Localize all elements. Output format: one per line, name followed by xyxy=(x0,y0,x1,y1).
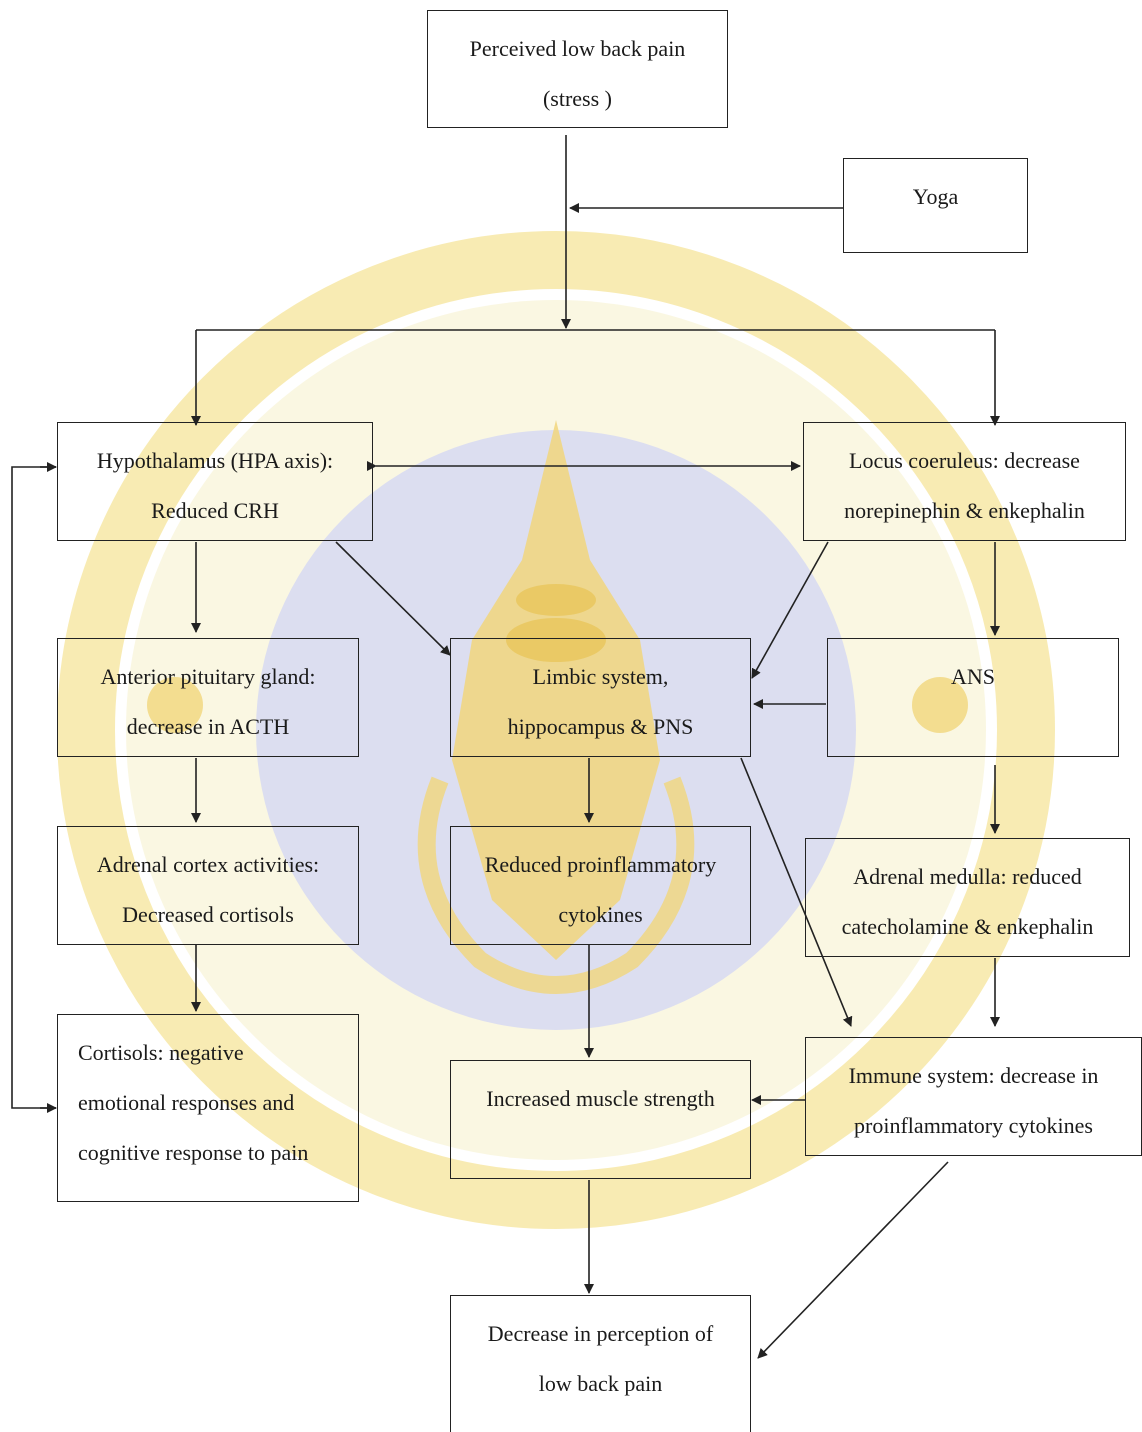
label: Decreased cortisols xyxy=(122,902,294,927)
label: Adrenal cortex activities: xyxy=(96,852,320,877)
box-locus-coeruleus: Locus coeruleus: decrease norepinephin &… xyxy=(803,422,1126,541)
label: norepinephin & enkephalin xyxy=(844,498,1085,523)
box-anterior-pituitary: Anterior pituitary gland: decrease in AC… xyxy=(57,638,359,757)
box-limbic-system: Limbic system, hippocampus & PNS xyxy=(450,638,751,757)
label: cytokines xyxy=(558,902,643,927)
label: Locus coeruleus: decrease xyxy=(849,448,1080,473)
label: Adrenal medulla: reduced xyxy=(853,864,1082,889)
label: (stress ) xyxy=(542,86,613,111)
box-decrease-perception: Decrease in perception of low back pain xyxy=(450,1295,751,1432)
label: proinflammatory cytokines xyxy=(854,1113,1093,1138)
label: cognitive response to pain xyxy=(78,1140,309,1165)
label: hippocampus & PNS xyxy=(507,714,694,739)
box-muscle-strength: Increased muscle strength xyxy=(450,1060,751,1179)
label: Increased muscle strength xyxy=(486,1086,715,1111)
label: Immune system: decrease in xyxy=(848,1063,1099,1088)
label: Reduced proinflammatory xyxy=(484,852,717,877)
box-hypothalamus: Hypothalamus (HPA axis): Reduced CRH xyxy=(57,422,373,541)
label: Cortisols: negative xyxy=(78,1040,244,1065)
box-adrenal-cortex: Adrenal cortex activities: Decreased cor… xyxy=(57,826,359,945)
label: decrease in ACTH xyxy=(126,714,290,739)
box-reduced-cytokines: Reduced proinflammatory cytokines xyxy=(450,826,751,945)
box-yoga: Yoga xyxy=(843,158,1028,253)
label: Yoga xyxy=(912,184,959,209)
box-immune-system: Immune system: decrease in proinflammato… xyxy=(805,1037,1142,1156)
feedback-loop-left xyxy=(11,466,56,1109)
label: emotional responses and xyxy=(78,1090,295,1115)
box-perceived-low-back-pain: Perceived low back pain (stress ) xyxy=(427,10,728,128)
box-ans: ANS xyxy=(827,638,1119,757)
label: catecholamine & enkephalin xyxy=(841,914,1094,939)
label: low back pain xyxy=(538,1371,663,1396)
label: Anterior pituitary gland: xyxy=(100,664,316,689)
label: Reduced CRH xyxy=(151,498,279,523)
label: Limbic system, xyxy=(532,664,669,689)
arrow-immune-decrease xyxy=(757,1161,949,1359)
box-cortisols: Cortisols: negative emotional responses … xyxy=(57,1014,359,1202)
label: ANS xyxy=(950,664,995,689)
label: Decrease in perception of xyxy=(487,1321,714,1346)
arrow-locus-limbic xyxy=(751,541,829,679)
label: Perceived low back pain xyxy=(469,36,686,61)
label: Hypothalamus (HPA axis): xyxy=(96,448,334,473)
box-adrenal-medulla: Adrenal medulla: reduced catecholamine &… xyxy=(805,838,1130,957)
